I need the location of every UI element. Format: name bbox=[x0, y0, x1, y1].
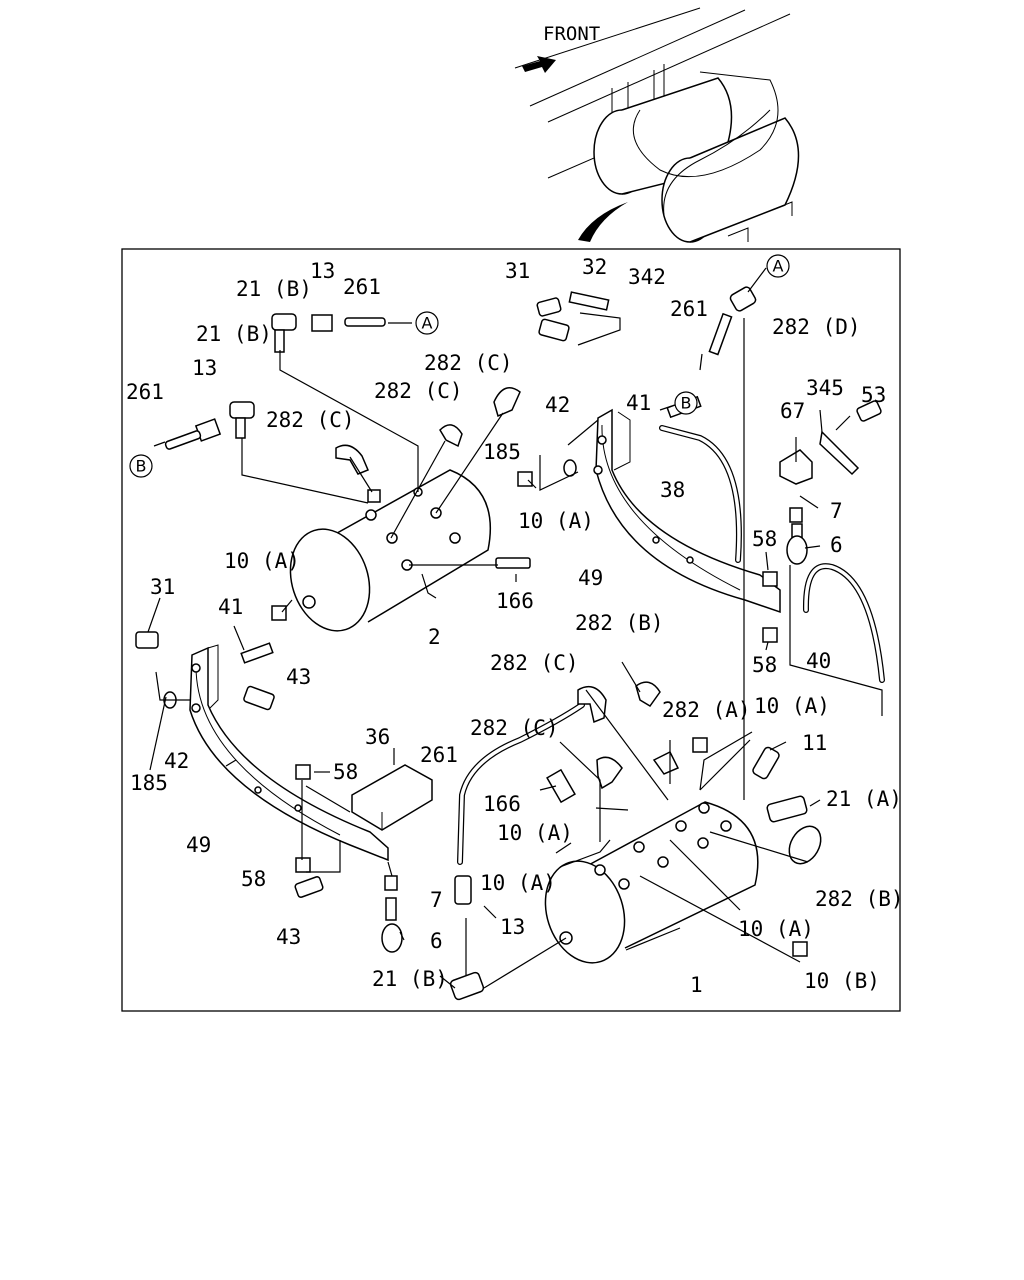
bolt-53 bbox=[856, 400, 882, 422]
part-label: 43 bbox=[276, 925, 301, 949]
part-label: 10 (A) bbox=[754, 694, 830, 718]
part-label: 40 bbox=[806, 649, 831, 673]
bracket-49-upper bbox=[593, 408, 781, 614]
part-label: 282 (C) bbox=[470, 716, 559, 740]
part-label: 282 (C) bbox=[266, 408, 355, 432]
part-label: 41 bbox=[626, 391, 651, 415]
part-label: 67 bbox=[780, 399, 805, 423]
part-label: 58 bbox=[752, 653, 777, 677]
part-label: 7 bbox=[430, 888, 443, 912]
part-label: 43 bbox=[286, 665, 311, 689]
part-label: 31 bbox=[505, 259, 530, 283]
part-label: 21 (B) bbox=[372, 967, 448, 991]
part-label: 58 bbox=[752, 527, 777, 551]
part-label: 282 (C) bbox=[424, 351, 513, 375]
fittings bbox=[135, 286, 822, 1001]
part-label: 58 bbox=[241, 867, 266, 891]
part-label: 282 (B) bbox=[575, 611, 664, 635]
part-label: 261 bbox=[126, 380, 164, 404]
part-label: 282 (C) bbox=[490, 651, 579, 675]
part-label: 282 (A) bbox=[662, 698, 751, 722]
part-label: 32 bbox=[582, 255, 607, 279]
part-label: 53 bbox=[861, 383, 886, 407]
part-label: 7 bbox=[830, 499, 843, 523]
front-arrow-icon bbox=[522, 56, 556, 73]
part-label: 31 bbox=[150, 575, 175, 599]
part-label: 342 bbox=[628, 265, 666, 289]
part-label: 261 bbox=[343, 275, 381, 299]
part-label: 282 (D) bbox=[772, 315, 861, 339]
part-label: 1 bbox=[690, 973, 703, 997]
part-label: 166 bbox=[483, 792, 521, 816]
air-tank-1 bbox=[544, 801, 759, 964]
part-label: 10 (A) bbox=[518, 509, 594, 533]
bracket-36 bbox=[351, 764, 433, 831]
part-label: 42 bbox=[545, 393, 570, 417]
ref-b-2: B bbox=[674, 391, 698, 415]
part-label: 36 bbox=[365, 725, 390, 749]
part-label: 10 (A) bbox=[738, 917, 814, 941]
overview-inset: FRONT bbox=[514, 7, 800, 243]
part-label: 21 (B) bbox=[236, 277, 312, 301]
part-label: 10 (A) bbox=[497, 821, 573, 845]
part-label: 13 bbox=[500, 915, 525, 939]
part-label: 282 (B) bbox=[815, 887, 904, 911]
part-label: 6 bbox=[830, 533, 843, 557]
part-labels: 21 (B) 13 261 21 (B) 13 261 282 (C) 282 … bbox=[126, 255, 904, 997]
part-label: 38 bbox=[660, 478, 685, 502]
part-label: 42 bbox=[164, 749, 189, 773]
part-label: 21 (A) bbox=[826, 787, 902, 811]
part-label: 41 bbox=[218, 595, 243, 619]
part-label: 49 bbox=[186, 833, 211, 857]
ref-a-label: A bbox=[422, 314, 433, 333]
part-label: 282 (C) bbox=[374, 379, 463, 403]
part-label: 13 bbox=[192, 356, 217, 380]
part-label: 261 bbox=[670, 297, 708, 321]
front-label: FRONT bbox=[543, 23, 600, 45]
ref-a-label: A bbox=[773, 257, 784, 276]
part-label: 49 bbox=[578, 566, 603, 590]
part-label: 166 bbox=[496, 589, 534, 613]
part-label: 261 bbox=[420, 743, 458, 767]
part-label: 11 bbox=[802, 731, 827, 755]
diagram-frame bbox=[121, 248, 901, 1012]
part-label: 10 (B) bbox=[804, 969, 880, 993]
bracket-49-lower bbox=[189, 644, 389, 862]
ref-b-label: B bbox=[136, 457, 147, 476]
part-label: 10 (A) bbox=[480, 871, 556, 895]
part-label: 185 bbox=[483, 440, 521, 464]
ref-b-label: B bbox=[681, 394, 692, 413]
ref-a-2: A bbox=[766, 254, 790, 278]
ref-a-1: A bbox=[415, 311, 439, 335]
part-label: 21 (B) bbox=[196, 322, 272, 346]
leader-lines bbox=[147, 312, 883, 989]
strap-345 bbox=[819, 430, 860, 476]
part-label: 2 bbox=[428, 625, 441, 649]
part-label: 13 bbox=[310, 259, 335, 283]
air-tank-2 bbox=[289, 469, 492, 632]
part-label: 10 (A) bbox=[224, 549, 300, 573]
part-label: 58 bbox=[333, 760, 358, 784]
bracket-67 bbox=[779, 449, 813, 485]
ref-b-1: B bbox=[129, 454, 153, 478]
part-label: 345 bbox=[806, 376, 844, 400]
part-label: 6 bbox=[430, 929, 443, 953]
part-label: 185 bbox=[130, 771, 168, 795]
